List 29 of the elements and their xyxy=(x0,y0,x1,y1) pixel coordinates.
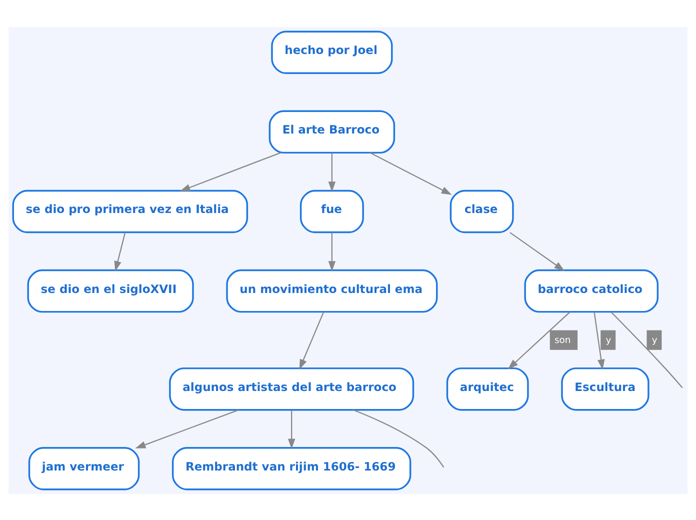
node-box: Rembrandt van rijim 1606- 1669 xyxy=(172,446,412,490)
connector xyxy=(610,311,683,388)
edge-label: y xyxy=(606,334,612,346)
arrow xyxy=(180,152,281,191)
arrow xyxy=(508,311,570,369)
arrow xyxy=(594,311,605,370)
edge-label: son xyxy=(554,334,571,346)
arrow xyxy=(328,232,336,272)
arrow xyxy=(370,152,452,194)
node-box: Escultura xyxy=(561,366,650,410)
node-box: un movimiento cultural ema xyxy=(226,268,438,312)
arrow xyxy=(288,410,296,449)
arrow xyxy=(135,408,239,448)
arrow xyxy=(510,232,565,271)
node-box: barroco catolico xyxy=(524,268,659,312)
connector xyxy=(352,408,444,468)
node-box: El arte Barroco xyxy=(268,110,396,154)
arrow xyxy=(299,311,324,370)
node-box: arquitec xyxy=(446,366,529,410)
node-box: se dio en el sigloXVII xyxy=(27,268,194,312)
node-box: se dio pro primera vez en Italia xyxy=(12,189,248,233)
node-box: jam vermeer xyxy=(28,446,140,490)
arrow xyxy=(328,152,336,192)
edge-label: y xyxy=(652,334,658,346)
node-box: hecho por Joel xyxy=(271,30,393,74)
node-box: clase xyxy=(450,189,514,233)
node-box: algunos artistas del arte barroco xyxy=(169,366,414,410)
node-box: fue xyxy=(300,189,364,233)
arrow xyxy=(114,232,126,271)
